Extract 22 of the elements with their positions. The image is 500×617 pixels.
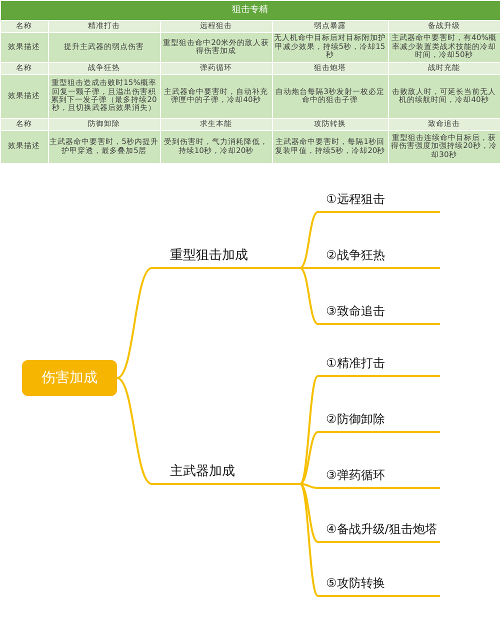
subtopic-label: ⑤攻防转换 bbox=[318, 575, 440, 597]
table-header: 狙击专精 bbox=[0, 0, 500, 20]
subtopic-label: ①远程狙击 bbox=[318, 191, 440, 213]
subtopic-label: ③弹药循环 bbox=[318, 467, 440, 489]
connector-curve bbox=[300, 267, 318, 325]
connector-curve bbox=[300, 483, 318, 489]
subtopic-label: ②防御卸除 bbox=[318, 411, 440, 433]
subtopic-label: ②战争狂热 bbox=[318, 247, 440, 269]
subtopic-label: ③致命追击 bbox=[318, 303, 440, 325]
connector-curve bbox=[299, 375, 319, 485]
connector-curve bbox=[299, 483, 319, 597]
connector-curve bbox=[300, 431, 318, 485]
subtopic-label: ①精准打击 bbox=[318, 355, 440, 377]
branch-topic: 主武器加成 bbox=[152, 462, 300, 485]
connector-curve bbox=[116, 267, 152, 379]
connector-curve bbox=[300, 483, 318, 543]
root-topic-box: 伤害加成 bbox=[22, 360, 117, 396]
branch-topic: 重型狙击加成 bbox=[152, 246, 300, 269]
subtopic-label: ④备战升级/狙击炮塔 bbox=[318, 521, 440, 543]
connector-curve bbox=[300, 211, 318, 269]
connector-curve bbox=[300, 267, 318, 269]
connector-curve bbox=[116, 377, 152, 485]
